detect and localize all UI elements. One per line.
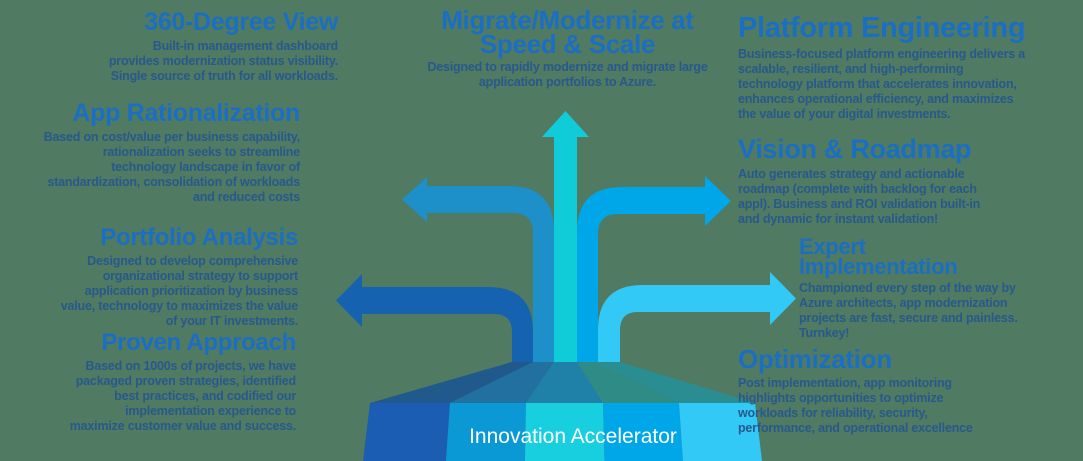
section-vision-roadmap: Vision & Roadmap Auto generates strategy… (738, 136, 1073, 227)
section-body: Designed to develop comprehensive organi… (60, 254, 298, 328)
section-optimization: Optimization Post implementation, app mo… (738, 346, 1073, 436)
section-body: Based on cost/value per business capabil… (43, 130, 301, 204)
section-platform-engineering: Platform Engineering Business-focused pl… (738, 14, 1073, 122)
section-heading: Portfolio Analysis (100, 224, 298, 251)
section-heading: Optimization (738, 344, 892, 374)
fan-segment-2 (450, 362, 554, 403)
section-360-degree-view: 360-Degree View Built-in management dash… (0, 10, 338, 84)
section-body: Post implementation, app monitoring high… (738, 376, 973, 435)
base-panel-5 (679, 403, 762, 461)
section-heading: Expert Implementation (799, 234, 958, 279)
section-portfolio-analysis: Portfolio Analysis Designed to develop c… (0, 224, 299, 329)
section-body: Based on 1000s of projects, we have pack… (69, 359, 296, 433)
section-migrate-modernize: Migrate/Modernize at Speed & Scale Desig… (390, 5, 745, 90)
upper-right-arrow (577, 176, 731, 375)
section-body: Business-focused platform engineering de… (738, 47, 1026, 121)
section-body: Built-in management dashboard provides m… (108, 39, 338, 83)
section-heading: Migrate/Modernize at Speed & Scale (441, 5, 694, 59)
section-body: Auto generates strategy and actionable r… (738, 167, 981, 226)
section-heading: App Rationalization (72, 99, 300, 127)
fan-segment-5 (598, 362, 755, 403)
section-proven-approach: Proven Approach Based on 1000s of projec… (0, 329, 297, 434)
fan-segment-3 (526, 362, 603, 403)
base-panel-1 (363, 403, 450, 461)
section-expert-implementation: Expert Implementation Championed every s… (799, 234, 1079, 341)
base-panel-3 (525, 403, 605, 461)
section-body: Championed every step of the way by Azur… (799, 281, 1018, 340)
section-heading: 360-Degree View (144, 8, 338, 36)
section-heading: Platform Engineering (738, 12, 1026, 44)
fan-segment-1 (370, 362, 533, 403)
center-up-arrow (542, 111, 589, 375)
lower-right-arrow (598, 272, 796, 375)
section-heading: Proven Approach (101, 329, 296, 356)
base-panel-4 (603, 403, 683, 461)
base-label: Innovation Accelerator (469, 425, 677, 448)
section-app-rationalization: App Rationalization Based on cost/value … (0, 99, 301, 205)
section-body: Designed to rapidly modernize and migrat… (427, 60, 708, 89)
section-heading: Vision & Roadmap (738, 134, 972, 164)
fan-segment-4 (577, 362, 679, 403)
upper-left-arrow (402, 177, 554, 375)
lower-left-arrow (336, 274, 533, 375)
base-panel-2 (446, 403, 526, 461)
